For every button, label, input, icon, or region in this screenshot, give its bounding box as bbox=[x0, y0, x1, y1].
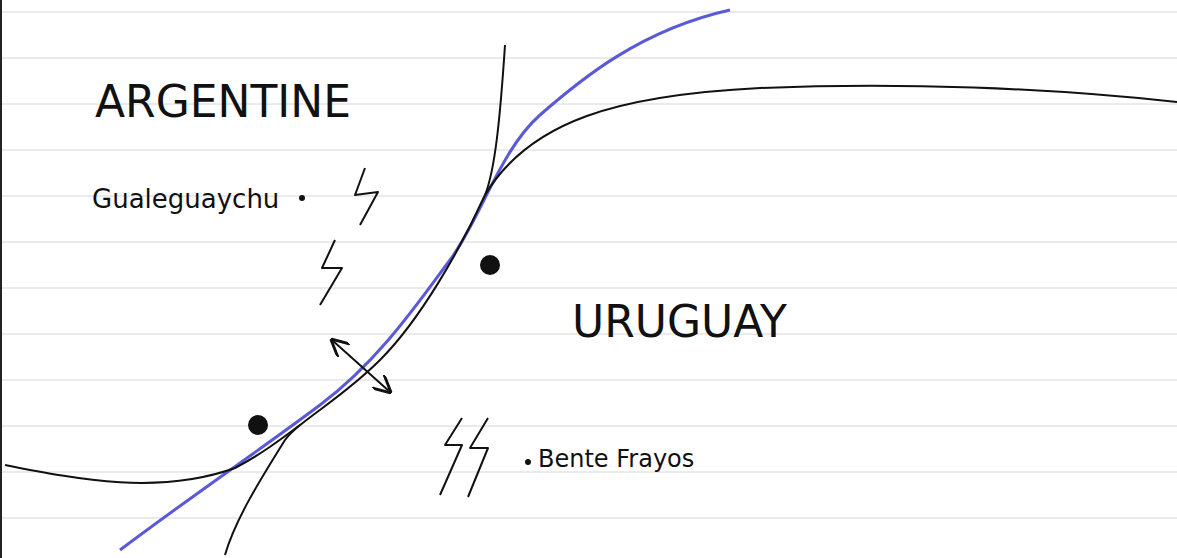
lightning-symbol bbox=[355, 168, 378, 225]
town-label: Gualeguaychu bbox=[92, 185, 279, 214]
lightning-symbol bbox=[320, 240, 342, 305]
country-label: URUGUAY bbox=[572, 298, 787, 346]
borders bbox=[5, 45, 1177, 555]
lightning-symbol bbox=[440, 418, 462, 495]
ruled-lines bbox=[0, 12, 1177, 518]
town-dot bbox=[525, 459, 531, 465]
lightning-symbols bbox=[320, 168, 488, 497]
border-line bbox=[485, 86, 1177, 195]
town-dot bbox=[299, 195, 305, 201]
double-arrow bbox=[332, 340, 390, 392]
country-label: ARGENTINE bbox=[95, 78, 351, 126]
town-label: Bente Frayos bbox=[538, 446, 694, 472]
page-edge bbox=[0, 0, 2, 558]
lightning-symbol bbox=[468, 418, 488, 497]
site-dot bbox=[248, 415, 268, 435]
site-dot bbox=[480, 255, 500, 275]
